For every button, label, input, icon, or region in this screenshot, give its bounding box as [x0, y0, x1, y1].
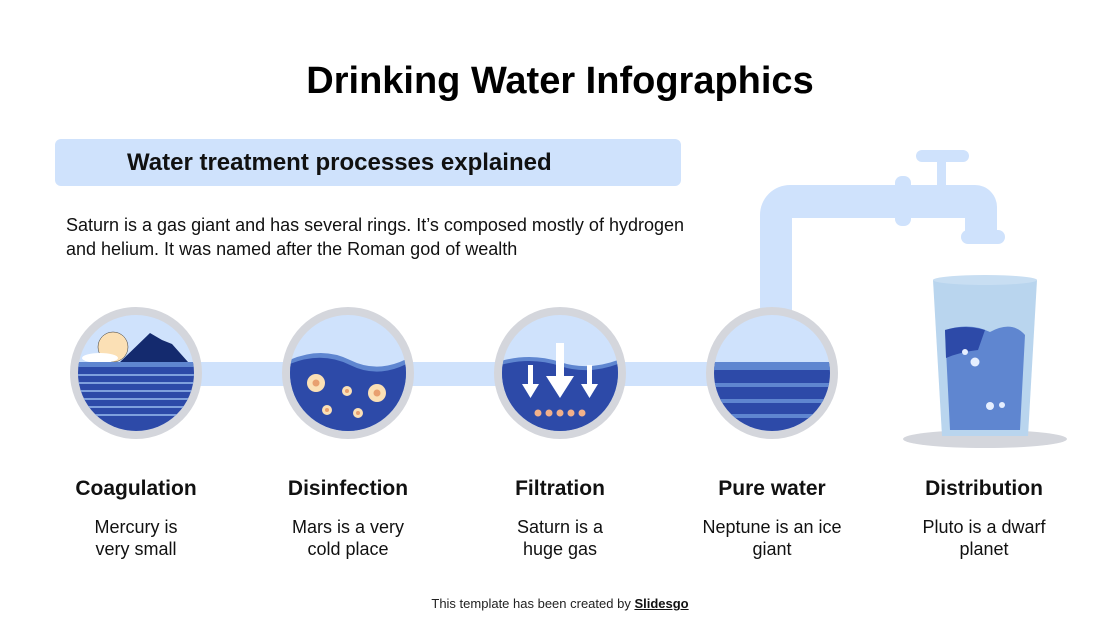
filter-arrows-icon — [494, 307, 626, 439]
step-title: Disinfection — [287, 477, 409, 500]
step-text: Saturn is a huge gas — [516, 517, 604, 559]
step-title: Distribution — [925, 477, 1043, 500]
landscape-water-icon — [70, 307, 202, 439]
step-text: Mars is a very cold place — [291, 517, 405, 559]
step-title: Coagulation — [75, 477, 197, 500]
step-pure-water: Pure water Neptune is an ice giant — [672, 474, 872, 560]
page-title: Drinking Water Infographics — [306, 60, 814, 102]
step-text: Neptune is an ice giant — [702, 517, 842, 559]
step-disinfection: Disinfection Mars is a very cold place — [248, 474, 448, 560]
banner-label: Water treatment processes explained — [127, 149, 552, 176]
section-banner: Water treatment processes explained — [55, 139, 681, 186]
pure-water-icon — [706, 307, 838, 439]
step-coagulation: Coagulation Mercury is very small — [36, 474, 236, 560]
slidesgo-link[interactable]: Slidesgo — [634, 596, 689, 611]
description-text: Saturn is a gas giant and has several ri… — [66, 215, 685, 259]
step-filtration: Filtration Saturn is a huge gas — [460, 474, 660, 560]
step-text: Mercury is very small — [94, 517, 178, 559]
footer-credit: This template has been created by Slides… — [0, 596, 1120, 611]
step-title: Pure water — [718, 477, 826, 500]
pipe — [150, 150, 1005, 386]
water-glass-icon — [903, 275, 1067, 448]
step-title: Filtration — [515, 477, 605, 500]
bacteria-water-icon — [282, 307, 414, 439]
step-distribution: Distribution Pluto is a dwarf planet — [884, 474, 1084, 560]
footer-prefix: This template has been created by — [431, 596, 635, 611]
step-text: Pluto is a dwarf planet — [922, 517, 1046, 559]
